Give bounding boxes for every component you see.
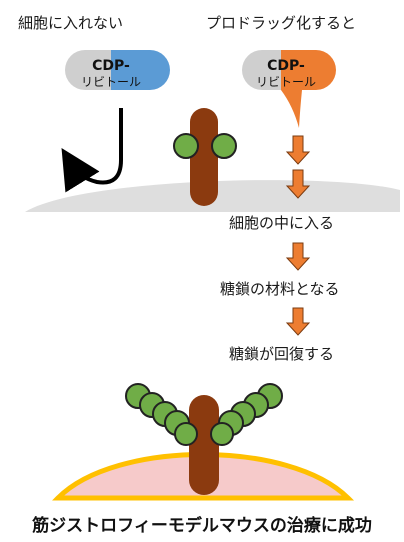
capsule-left-line2: リビトール <box>81 75 141 89</box>
caption: 筋ジストロフィーモデルマウスの治療に成功 <box>32 516 372 536</box>
step-enter-cell: 細胞の中に入る <box>229 214 335 232</box>
orange-arrow-2 <box>285 169 311 199</box>
step-recover: 糖鎖が回復する <box>229 345 335 363</box>
orange-arrow-1 <box>285 135 311 165</box>
orange-arrow-3 <box>285 242 311 271</box>
capsule-left-line1: CDP- <box>92 58 130 74</box>
step-material: 糖鎖の材料となる <box>220 280 340 298</box>
sugar-chain-right <box>210 383 283 446</box>
orange-arrow-4 <box>285 307 311 336</box>
capsule-right-line1: CDP- <box>267 58 305 74</box>
protein-lower <box>189 395 219 495</box>
protein-upper <box>190 108 218 206</box>
capsule-right-line2: リビトール <box>256 75 316 89</box>
sugar-upper-left <box>173 133 199 159</box>
bounce-arrow <box>61 108 123 193</box>
left-title: 細胞に入れない <box>18 14 124 32</box>
right-title: プロドラッグ化すると <box>206 14 357 32</box>
capsule-right <box>242 50 336 128</box>
capsule-left <box>65 50 170 90</box>
sugar-upper-right <box>211 133 237 159</box>
sugar-chain-left <box>125 383 198 446</box>
